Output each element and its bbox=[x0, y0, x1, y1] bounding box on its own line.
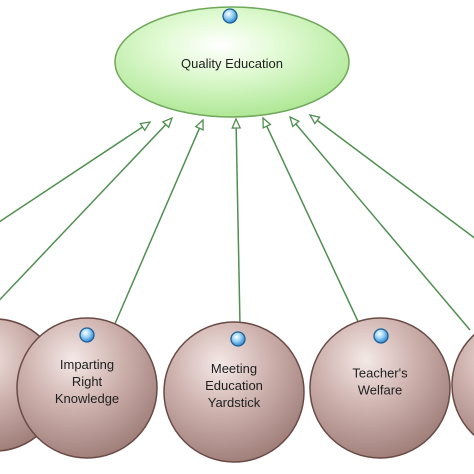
influence-arrow[interactable] bbox=[0, 121, 152, 228]
factor-label-line: Welfare bbox=[358, 383, 403, 398]
arrow-head-icon bbox=[262, 116, 272, 129]
arrow-head-icon bbox=[231, 117, 242, 129]
factor-label-line: Right bbox=[72, 374, 103, 389]
target-node-quality-education[interactable]: Quality Education bbox=[114, 6, 350, 118]
circle-port-icon bbox=[230, 331, 246, 347]
arrow-head-icon bbox=[288, 115, 301, 128]
arrow-layer bbox=[0, 114, 474, 331]
influence-arrow[interactable] bbox=[231, 117, 242, 326]
factor-label-line: Meeting bbox=[211, 361, 257, 376]
influence-arrow[interactable] bbox=[288, 115, 471, 331]
factor-circle bbox=[309, 317, 451, 459]
factor-circle bbox=[16, 317, 158, 459]
factor-label-line: Knowledge bbox=[55, 391, 119, 406]
arrow-line bbox=[289, 116, 471, 331]
arrow-line bbox=[309, 114, 474, 239]
target-label: Quality Education bbox=[181, 56, 283, 71]
circle-port-icon bbox=[79, 327, 95, 343]
influence-arrow[interactable] bbox=[308, 114, 474, 245]
factor-label-line: Imparting bbox=[60, 357, 114, 372]
arrow-line bbox=[113, 119, 204, 327]
influence-arrow[interactable] bbox=[262, 116, 363, 331]
factor-layer: ImpartingRightKnowledgeMeetingEducationY… bbox=[0, 317, 474, 463]
arrow-line bbox=[235, 118, 241, 326]
circle-port-icon bbox=[222, 8, 238, 24]
circle-port-icon bbox=[373, 328, 389, 344]
arrow-head-icon bbox=[161, 116, 174, 129]
arrow-head-icon bbox=[139, 121, 152, 132]
arrow-line bbox=[262, 117, 363, 331]
arrow-head-icon bbox=[194, 118, 204, 131]
influence-arrow[interactable] bbox=[0, 116, 174, 310]
influence-arrow[interactable] bbox=[113, 118, 204, 327]
factor-circle bbox=[163, 321, 305, 463]
factor-label-line: Yardstick bbox=[208, 395, 261, 410]
arrow-line bbox=[0, 117, 173, 301]
factor-label-line: Education bbox=[205, 378, 263, 393]
arrow-head-icon bbox=[308, 114, 321, 125]
target-ellipse bbox=[114, 6, 350, 118]
arrow-line bbox=[0, 121, 151, 223]
factor-node[interactable] bbox=[451, 317, 474, 453]
factor-circle bbox=[451, 333, 474, 437]
factor-label-line: Teacher's bbox=[352, 366, 408, 381]
